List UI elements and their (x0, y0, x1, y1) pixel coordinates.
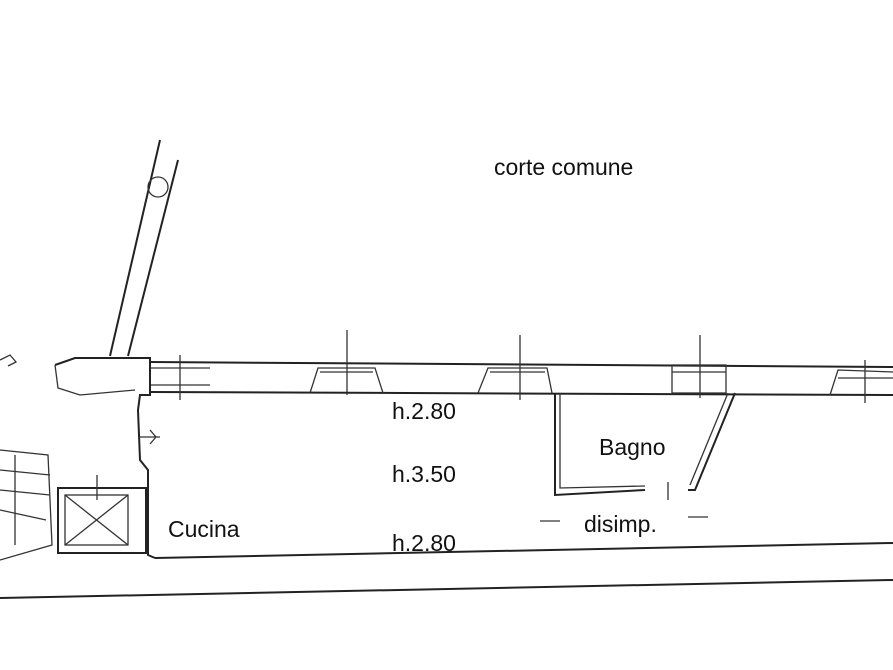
room-label-bathroom: Bagno (599, 434, 666, 460)
room-label-hallway: disimp. (584, 511, 657, 537)
exterior-wall-top (149, 330, 893, 403)
exterior-wall-bottom (0, 542, 893, 599)
flue-duct (109, 139, 179, 357)
left-wall-structures (0, 354, 160, 561)
bathroom-walls (540, 392, 736, 522)
height-label-middle: h.3.50 (392, 461, 456, 487)
room-label-kitchen: Cucina (168, 516, 240, 542)
courtyard-label: corte comune (494, 154, 634, 180)
height-label-bottom: h.2.80 (392, 530, 456, 556)
height-label-top: h.2.80 (392, 398, 456, 424)
